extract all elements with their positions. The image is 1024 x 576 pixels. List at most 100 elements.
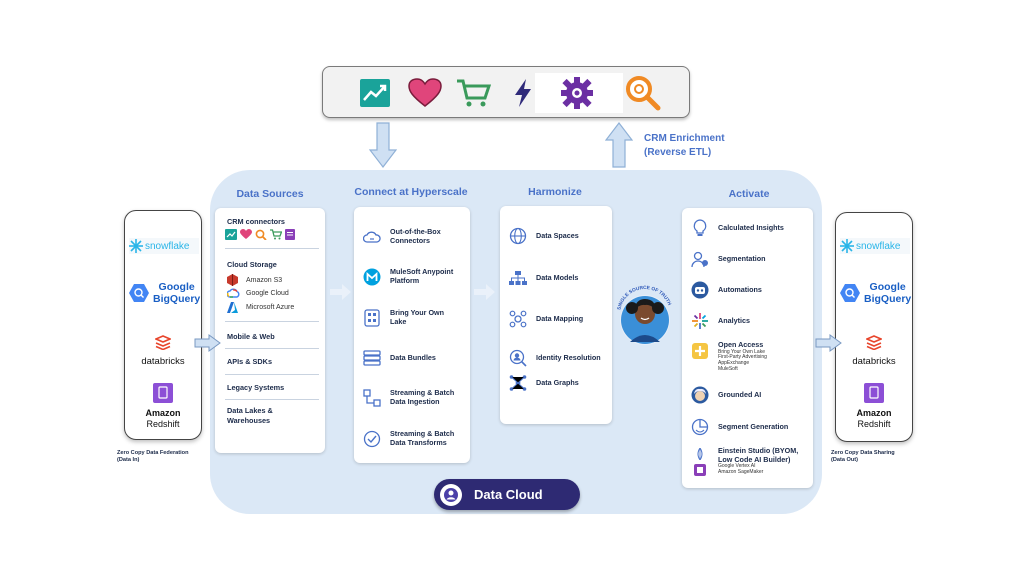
- snowflake-logo: snowflake: [129, 238, 199, 254]
- redshift-icon: [864, 383, 884, 403]
- activate-item-segmentation: Segmentation: [690, 249, 807, 269]
- up-arrow: [604, 122, 634, 168]
- search-icon: [255, 229, 267, 240]
- apis-sdks-label: APIs & SDKs: [227, 357, 273, 366]
- azure-icon: [227, 302, 238, 313]
- harmonize-item-mapping: Data Mapping: [508, 309, 606, 329]
- crm-connectors-label: CRM connectors: [227, 217, 285, 226]
- divider: [225, 248, 319, 249]
- lightning-icon[interactable]: [505, 75, 541, 111]
- bigquery-icon: [840, 284, 860, 303]
- mobile-web-label: Mobile & Web: [227, 332, 275, 341]
- activate-title: Activate: [728, 188, 770, 200]
- databricks-icon: [153, 335, 173, 351]
- chart-icon: [225, 229, 237, 240]
- segmentation-icon: [690, 249, 710, 269]
- harmonize-item-identity: Identity Resolution: [508, 348, 606, 368]
- mapping-icon: [508, 309, 528, 329]
- cloud-item-google: Google Cloud: [227, 288, 289, 298]
- document-icon: [285, 229, 295, 240]
- harmonize-item-graphs: Data Graphs: [508, 373, 606, 393]
- flow-arrow: [474, 283, 496, 306]
- legacy-systems-label: Legacy Systems: [227, 383, 285, 392]
- crm-connector-icons: [225, 229, 295, 240]
- cloud-connector-icon: [362, 227, 382, 247]
- data-in-arrow: [194, 334, 222, 357]
- databricks-logo: databricks: [836, 335, 912, 367]
- data-lakes-label: Data Lakes & Warehouses: [227, 406, 273, 425]
- divider: [225, 348, 319, 349]
- bundles-icon: [362, 348, 382, 368]
- data-out-arrow: [815, 334, 843, 357]
- amazon-redshift-logo: Amazon Redshift: [836, 383, 912, 430]
- amazon-redshift-logo: Amazon Redshift: [125, 383, 201, 430]
- cloud-item-s3: Amazon S3: [227, 274, 282, 286]
- einstein-studio-icon: [690, 447, 710, 477]
- activate-item-analytics: Analytics: [690, 311, 807, 331]
- activate-item-einstein-studio: Einstein Studio (BYOM, Low Code AI Build…: [690, 446, 807, 477]
- google-cloud-icon: [227, 288, 240, 298]
- chart-icon[interactable]: [357, 75, 393, 111]
- app-icons-bar: [322, 66, 690, 118]
- divider: [225, 399, 319, 400]
- search-icon[interactable]: [625, 75, 661, 111]
- cart-icon[interactable]: [455, 75, 491, 111]
- amazon-s3-icon: [227, 274, 238, 286]
- gear-icon[interactable]: [559, 75, 595, 111]
- activate-item-insights: Calculated Insights: [690, 218, 807, 238]
- connect-title: Connect at Hyperscale: [354, 186, 468, 198]
- activate-item-open-access: Open Access Bring Your Own Lake First-Pa…: [690, 340, 807, 373]
- ingestion-icon: [362, 388, 382, 408]
- harmonize-item-models: Data Models: [508, 268, 606, 288]
- identity-icon: [508, 348, 528, 368]
- data-sources-title: Data Sources: [236, 188, 304, 200]
- data-cloud-logo-icon: [440, 483, 462, 506]
- mulesoft-icon: [362, 267, 382, 287]
- heart-icon[interactable]: [407, 75, 443, 111]
- activate-item-grounded-ai: Grounded AI: [690, 385, 807, 405]
- analytics-icon: [690, 311, 710, 331]
- graph-icon: [508, 373, 528, 393]
- activate-item-segment-generation: Segment Generation: [690, 417, 807, 437]
- segment-generation-icon: [690, 417, 710, 437]
- automations-bot-icon: [690, 280, 710, 300]
- harmonize-title: Harmonize: [528, 186, 582, 198]
- snowflake-icon: [840, 239, 854, 253]
- redshift-icon: [153, 383, 173, 403]
- divider: [225, 321, 319, 322]
- federation-caption: Zero Copy Data Federation(Data In): [117, 450, 189, 463]
- snowflake-logo: snowflake: [840, 238, 910, 254]
- activate-panel: Calculated Insights Segmentation Automat…: [682, 208, 813, 488]
- cloud-item-azure: Microsoft Azure: [227, 302, 294, 313]
- cloud-storage-label: Cloud Storage: [227, 260, 277, 269]
- databricks-logo: databricks: [125, 335, 201, 367]
- databricks-icon: [864, 335, 884, 351]
- lake-grid-icon: [362, 308, 382, 328]
- connect-item-bundles: Data Bundles: [362, 348, 464, 368]
- bigquery-icon: [129, 284, 149, 303]
- harmonize-panel: Data Spaces Data Models Data Mapping Ide…: [500, 206, 612, 424]
- sharing-caption: Zero Copy Data Sharing(Data Out): [831, 450, 895, 463]
- data-cloud-badge[interactable]: Data Cloud: [434, 479, 580, 510]
- check-circle-icon: [362, 429, 382, 449]
- crm-enrichment-label: CRM Enrichment (Reverse ETL): [644, 133, 725, 158]
- mascot-avatar: SINGLE SOURCE OF TRUTH: [610, 282, 680, 352]
- hierarchy-icon: [508, 268, 528, 288]
- einstein-avatar-icon: [690, 385, 710, 405]
- lightbulb-icon: [690, 218, 710, 238]
- snowflake-icon: [129, 239, 143, 253]
- cart-icon: [270, 229, 282, 240]
- open-access-icon: [690, 341, 710, 361]
- down-arrow: [368, 122, 398, 168]
- activate-item-automations: Automations: [690, 280, 807, 300]
